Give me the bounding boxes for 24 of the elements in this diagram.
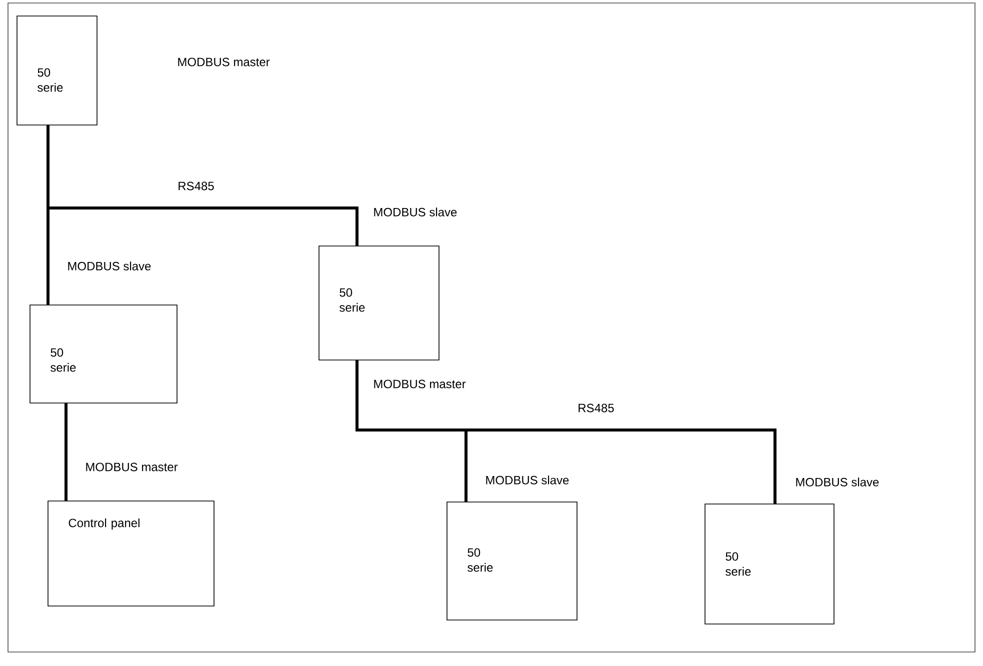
role-label: MODBUS slave bbox=[796, 478, 879, 486]
role-label: MODBUS master bbox=[374, 380, 466, 388]
device-box bbox=[318, 246, 440, 360]
device-box bbox=[446, 502, 578, 620]
device-box bbox=[30, 304, 178, 404]
device-box bbox=[704, 504, 834, 624]
device-label: 50 serie bbox=[726, 552, 751, 576]
edge-label: RS485 bbox=[176, 180, 216, 192]
device-label: 50 serie bbox=[50, 348, 76, 372]
bus-line bbox=[356, 360, 776, 504]
device-label: 50 serie bbox=[38, 68, 63, 92]
device-box bbox=[16, 16, 98, 126]
role-label: MODBUS master bbox=[178, 58, 270, 66]
role-label: MODBUS slave bbox=[486, 476, 569, 484]
device-label: 50 serie bbox=[468, 548, 493, 572]
device-label: Control panel bbox=[68, 518, 140, 530]
edge-label: RS485 bbox=[576, 402, 616, 414]
role-label: MODBUS master bbox=[86, 462, 178, 472]
role-label: MODBUS slave bbox=[68, 262, 151, 270]
device-box bbox=[48, 500, 214, 606]
bus-line bbox=[46, 125, 358, 246]
device-label: 50 serie bbox=[340, 288, 365, 312]
bus-line bbox=[64, 403, 68, 501]
role-label: MODBUS slave bbox=[374, 208, 457, 216]
